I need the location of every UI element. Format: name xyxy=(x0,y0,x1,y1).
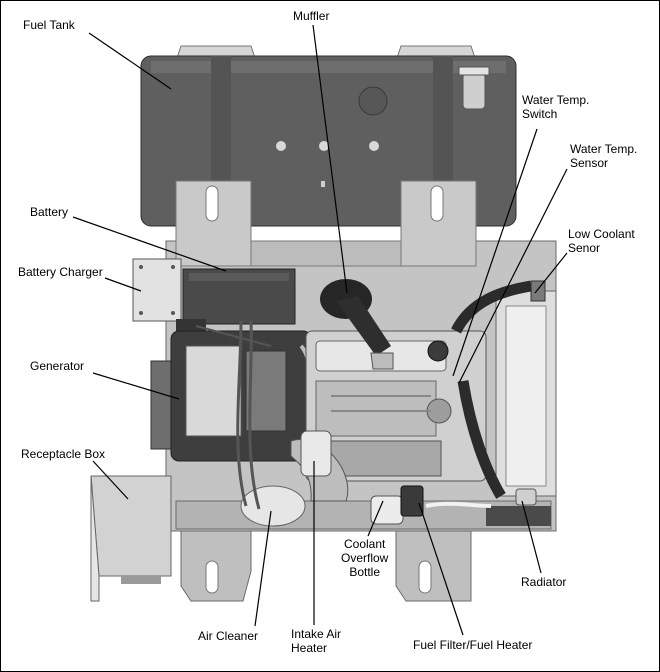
leader-lines xyxy=(72,24,568,636)
overflow-and-filter xyxy=(370,485,492,525)
leader-muffler xyxy=(312,24,348,294)
tank-lower-brackets xyxy=(175,180,477,267)
label-low-coolant-sensor-line-2: Senor xyxy=(568,241,601,255)
label-low-coolant-sensor-line-1: Low Coolant xyxy=(568,227,635,241)
leader-receptacle-box xyxy=(92,460,129,500)
battery-charger xyxy=(132,258,182,322)
engine xyxy=(305,330,487,482)
label-water-temp-sensor: Water Temp. Sensor xyxy=(570,142,637,170)
leader-battery xyxy=(72,216,227,272)
label-coolant-overflow-bottle-line-2: Overflow xyxy=(341,551,389,565)
label-water-temp-sensor-line-2: Sensor xyxy=(570,156,609,170)
leader-radiator xyxy=(521,500,542,574)
leader-coolant-overflow-bottle xyxy=(367,500,384,537)
radiator xyxy=(486,280,557,526)
label-water-temp-switch-line-1: Water Temp. xyxy=(522,93,590,107)
label-fuel-filter-heater: Fuel Filter/Fuel Heater xyxy=(413,638,533,652)
label-air-cleaner: Air Cleaner xyxy=(198,629,259,643)
generator xyxy=(150,330,315,462)
coolant-hoses xyxy=(451,280,532,499)
leader-low-coolant-sensor xyxy=(534,252,568,294)
label-generator: Generator xyxy=(30,359,85,373)
label-intake-air-heater-line-1: Intake Air xyxy=(291,627,342,641)
label-coolant-overflow-bottle-line-3: Bottle xyxy=(349,565,381,579)
leader-air-cleaner xyxy=(254,510,272,627)
label-battery-charger: Battery Charger xyxy=(18,265,103,279)
label-receptacle-box: Receptacle Box xyxy=(21,447,106,461)
receptacle-box xyxy=(90,475,172,602)
label-intake-air-heater-line-2: Heater xyxy=(291,641,328,655)
leader-battery-charger xyxy=(104,277,142,292)
leader-fuel-filter-heater xyxy=(418,502,464,636)
leader-fuel-tank xyxy=(88,32,172,90)
label-battery: Battery xyxy=(30,205,69,219)
label-coolant-overflow-bottle: Coolant Overflow Bottle xyxy=(341,537,388,579)
label-radiator: Radiator xyxy=(521,575,567,589)
label-low-coolant-sensor: Low Coolant Senor xyxy=(568,227,635,255)
label-coolant-overflow-bottle-line-1: Coolant xyxy=(343,537,386,551)
label-muffler: Muffler xyxy=(293,9,330,23)
label-intake-air-heater: Intake Air Heater xyxy=(291,627,341,655)
label-water-temp-sensor-line-1: Water Temp. xyxy=(570,142,638,156)
label-fuel-tank: Fuel Tank xyxy=(23,18,75,32)
leader-generator xyxy=(92,372,180,400)
label-water-temp-switch: Water Temp. Switch xyxy=(522,93,589,121)
muffler xyxy=(320,279,394,370)
leader-water-temp-sensor xyxy=(458,168,568,384)
wiring-harness xyxy=(195,320,272,510)
label-water-temp-switch-line-2: Switch xyxy=(522,107,558,121)
leader-water-temp-switch xyxy=(452,128,538,377)
